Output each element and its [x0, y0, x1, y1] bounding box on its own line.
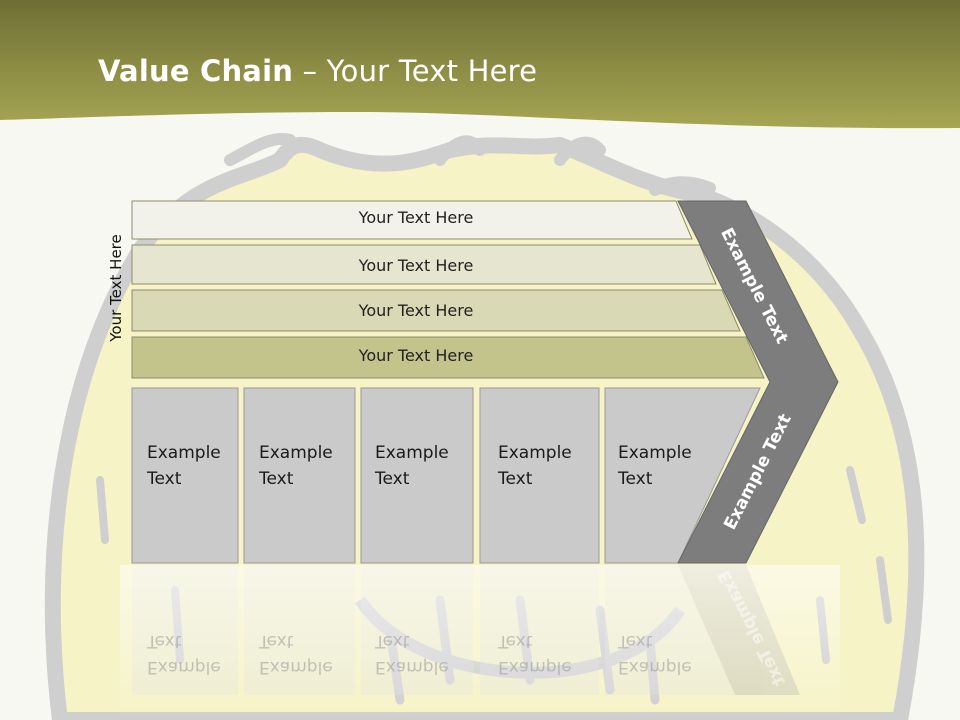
box-label-5: Example Text	[618, 440, 692, 492]
reflection-label-4-line2: Text	[498, 631, 533, 651]
box-shape-2	[243, 387, 356, 564]
chevron-shape	[677, 200, 839, 564]
row-shape-4	[131, 336, 765, 379]
box-shape-1	[131, 387, 239, 564]
row-label-2: Your Text Here	[358, 256, 474, 275]
box-label-3: Example Text	[375, 440, 449, 492]
reflection-label-1-line2: Text	[147, 631, 182, 651]
box-shape-3	[360, 387, 474, 564]
box-label-5-line2: Text	[618, 469, 653, 489]
box-label-1-line2: Text	[147, 469, 182, 489]
row-shape-2	[131, 244, 717, 285]
header-band	[0, 0, 960, 129]
reflection-label-5-line2: Text	[618, 631, 653, 651]
row-shape-3	[131, 289, 741, 332]
row-label-4: Your Text Here	[358, 346, 474, 365]
row-label-3: Your Text Here	[358, 301, 474, 320]
box-label-4-line1: Example	[498, 443, 572, 463]
slide-title: Value Chain – Your Text Here	[98, 54, 537, 88]
box-label-2-line2: Text	[259, 469, 294, 489]
reflection-label-2-line2: Text	[259, 631, 294, 651]
title-rest: – Your Text Here	[293, 54, 538, 88]
reflection-label-3-line2: Text	[375, 631, 410, 651]
reflection-label-5-line1: Example	[618, 657, 692, 677]
reflection-label-3-line1: Example	[375, 657, 449, 677]
box-label-2-line1: Example	[259, 443, 333, 463]
box-label-4: Example Text	[498, 440, 572, 492]
reflection-label-1-line1: Example	[147, 657, 221, 677]
title-bold: Value Chain	[98, 54, 294, 88]
box-label-4-line2: Text	[498, 469, 533, 489]
reflection-label-2-line1: Example	[259, 657, 333, 677]
reflection-label-2: Example Text	[259, 628, 333, 680]
reflection-label-1: Example Text	[147, 628, 221, 680]
reflection-label-4-line1: Example	[498, 657, 572, 677]
box-label-1-line1: Example	[147, 443, 221, 463]
box-label-3-line2: Text	[375, 469, 410, 489]
reflection-label-5: Example Text	[618, 628, 692, 680]
box-shape-4	[479, 387, 600, 564]
box-label-5-line1: Example	[618, 443, 692, 463]
box-label-1: Example Text	[147, 440, 221, 492]
row-label-1: Your Text Here	[358, 208, 474, 227]
box-label-2: Example Text	[259, 440, 333, 492]
row-shape-1	[131, 200, 693, 240]
reflection-label-3: Example Text	[375, 628, 449, 680]
reflection-label-4: Example Text	[498, 628, 572, 680]
box-label-3-line1: Example	[375, 443, 449, 463]
